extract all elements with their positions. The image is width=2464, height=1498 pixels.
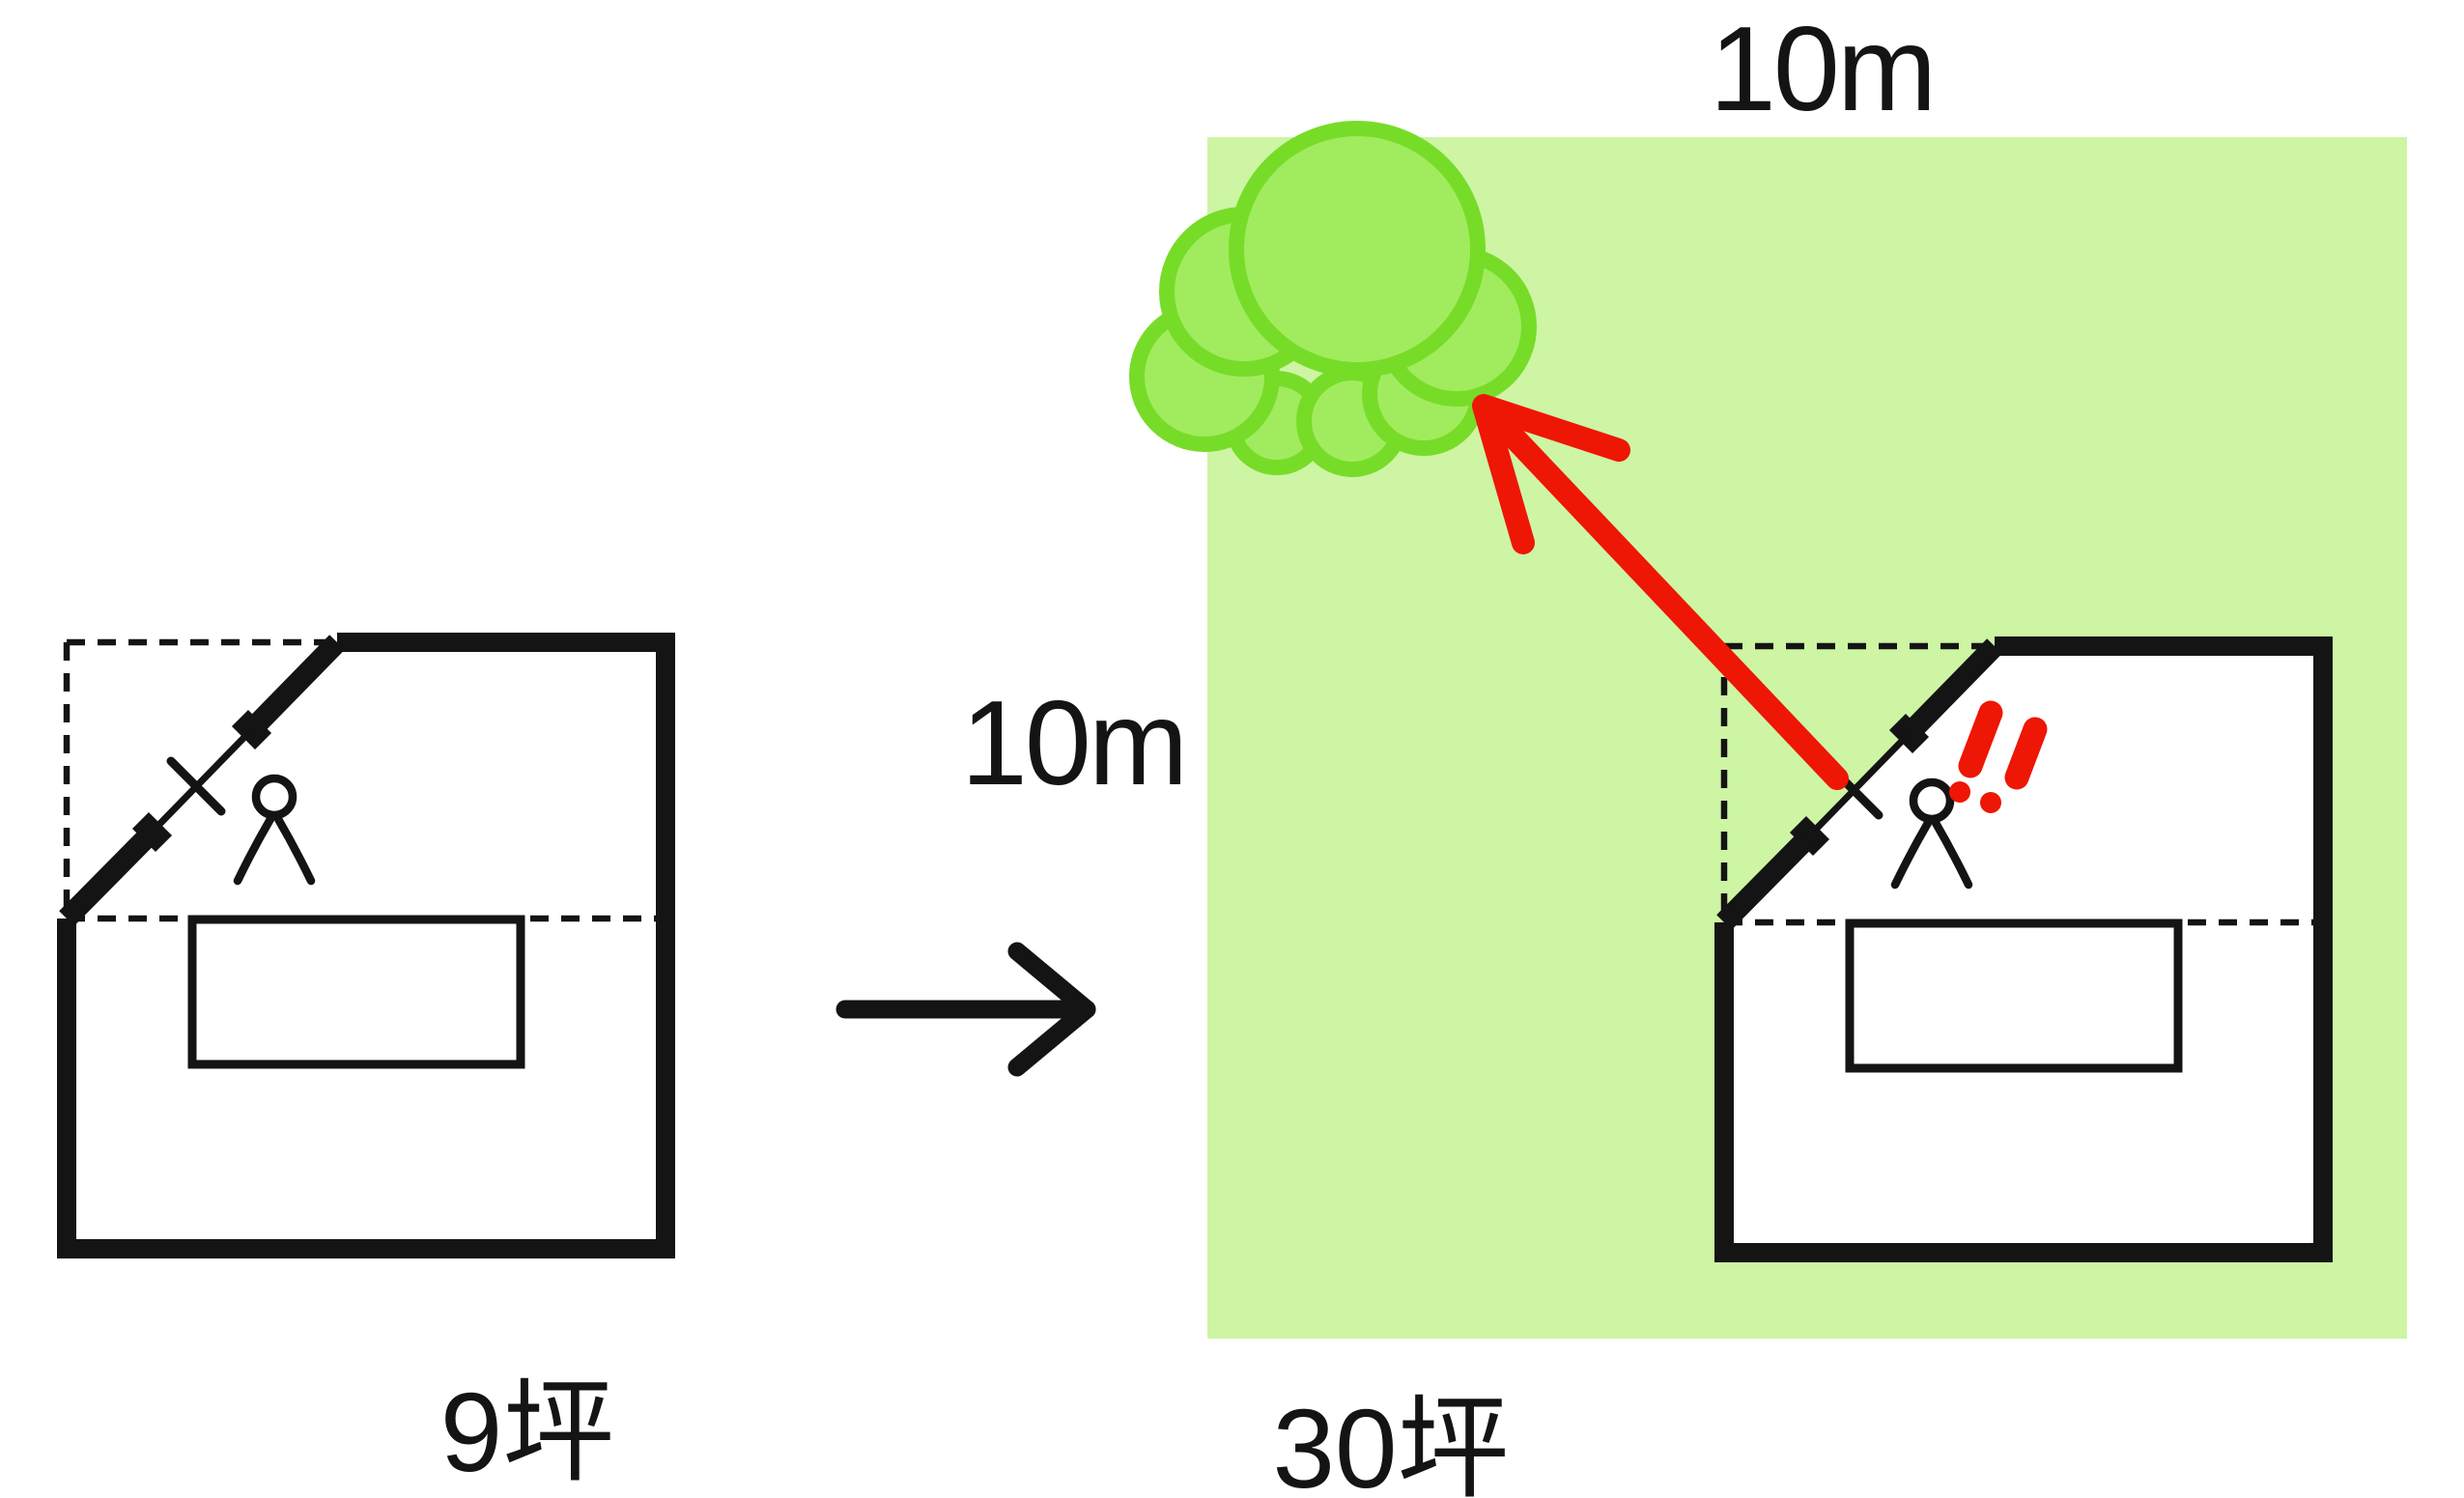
lot-width-label-top: 10m [1710, 3, 1934, 136]
tree-cloud-icon [1129, 121, 1537, 477]
sightline-arrow-icon [1472, 394, 1849, 790]
lot-width-label-left: 10m [961, 677, 1185, 810]
transform-arrow-icon [835, 942, 1096, 1077]
alert-exclamations-icon [1949, 700, 2048, 813]
floor-plan-small [67, 642, 666, 1249]
large-plan-area-label: 30坪 [1272, 1386, 1509, 1498]
small-plan-area-label: 9坪 [440, 1370, 615, 1495]
